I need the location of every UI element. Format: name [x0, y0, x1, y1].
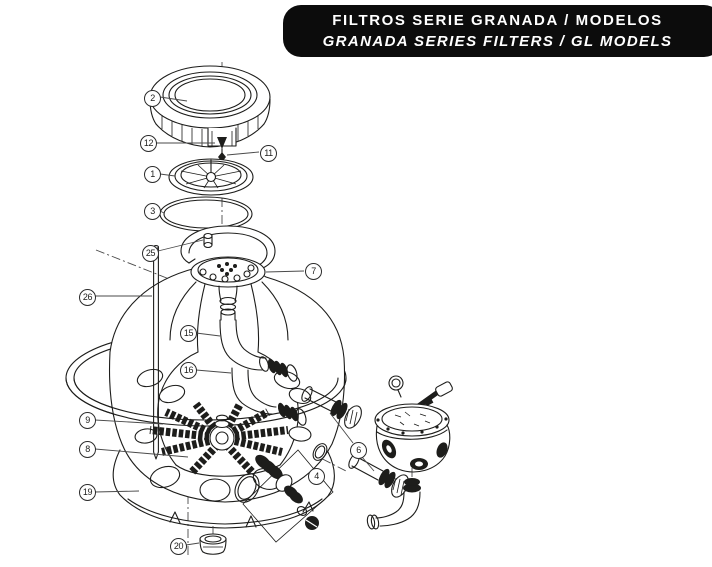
- callout-8: 8: [79, 441, 96, 458]
- flange-band-front: [66, 378, 346, 426]
- laterals-part: [150, 404, 288, 472]
- callout-11: 11: [260, 145, 277, 162]
- callout-12: 12: [140, 135, 157, 152]
- clamp-ring-part: [181, 226, 275, 268]
- title-line-english: GRANADA SERIES FILTERS / GL MODELS: [322, 33, 673, 50]
- title-banner: FILTROS SERIE GRANADA / MODELOS GRANADA …: [283, 5, 712, 57]
- oring-part: [160, 197, 252, 231]
- sight-glass-part: [169, 159, 253, 195]
- callout-19: 19: [79, 484, 96, 501]
- callout-20: 20: [170, 538, 187, 555]
- title-line-spanish: FILTROS SERIE GRANADA / MODELOS: [332, 12, 663, 29]
- drain-assembly-part: [230, 450, 333, 542]
- callout-9: 9: [79, 412, 96, 429]
- base-part: [113, 450, 334, 528]
- leader-lines: [95, 97, 374, 545]
- callout-2: 2: [144, 90, 161, 107]
- diffuser-part: [191, 257, 265, 320]
- bulkhead-fittings-part: [300, 385, 412, 500]
- drain-cap-part: [200, 526, 226, 554]
- callout-1: 1: [144, 166, 161, 183]
- callout-6: 6: [350, 442, 367, 459]
- callout-16: 16: [180, 362, 197, 379]
- multiport-valve-part: [366, 376, 453, 530]
- callout-25: 25: [142, 245, 159, 262]
- callout-3: 3: [144, 203, 161, 220]
- callout-7: 7: [305, 263, 322, 280]
- lid-ring-part: [150, 66, 270, 147]
- callout-15: 15: [180, 325, 197, 342]
- callout-4: 4: [308, 468, 325, 485]
- standpipe-part: [220, 320, 299, 382]
- tank-body-part: [110, 268, 345, 502]
- callout-26: 26: [79, 289, 96, 306]
